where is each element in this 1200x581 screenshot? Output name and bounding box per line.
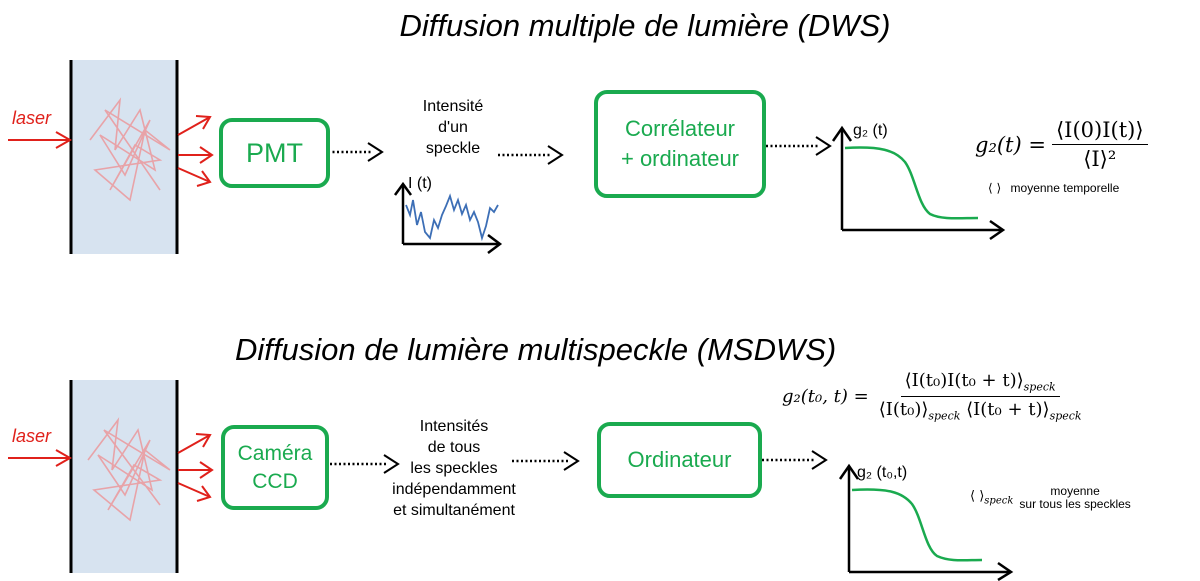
dws-dotted-arrow-2 bbox=[498, 145, 564, 165]
intensity-line2: d'un bbox=[438, 119, 468, 136]
intensities-line1: Intensités bbox=[419, 418, 489, 435]
dws-avg-symbol: ⟨ ⟩ bbox=[988, 181, 1002, 195]
msdws-avg-line2: sur tous les speckles bbox=[1019, 497, 1131, 511]
msdws-avg-symbol: ⟨ ⟩speck bbox=[970, 489, 1013, 507]
msdws-formula-den: ⟨I(t₀)⟩speck ⟨I(t₀ + t)⟩speck bbox=[875, 397, 1086, 423]
msdws-laser-label: laser bbox=[12, 426, 52, 446]
msdws-g2-label: g₂ (t₀,t) bbox=[857, 464, 908, 481]
intensities-line3: les speckles bbox=[410, 460, 498, 477]
dws-sample bbox=[69, 60, 179, 254]
msdws-g2-curve bbox=[851, 488, 983, 562]
msdws-g2-plot bbox=[838, 463, 1014, 581]
msdws-avg-sub: speck bbox=[984, 495, 1014, 507]
msdws-formula-den-sub-b: speck bbox=[1049, 409, 1082, 423]
msdws-formula-den-sub-a: speck bbox=[928, 409, 961, 423]
msdws-title: Diffusion de lumière multispeckle (MSDWS… bbox=[235, 332, 837, 367]
msdws-formula-num: ⟨I(t₀)I(t₀ + t)⟩speck bbox=[900, 370, 1060, 397]
dws-g2-curve bbox=[844, 146, 979, 220]
intensities-line4: indépendamment bbox=[392, 481, 516, 498]
intensities-line2: de tous bbox=[427, 439, 481, 456]
correlator-line1: Corrélateur bbox=[624, 116, 736, 141]
msdws-formula-fraction: ⟨I(t₀)I(t₀ + t)⟩speck ⟨I(t₀)⟩speck ⟨I(t₀… bbox=[875, 370, 1086, 422]
dws-formula-num: ⟨I(0)I(t)⟩ bbox=[1051, 118, 1148, 145]
dws-scatter-path bbox=[89, 97, 171, 202]
dws-g2-label: g₂ (t) bbox=[853, 122, 888, 139]
camera-box: Caméra CCD bbox=[221, 425, 329, 510]
dws-intensity-label: Intensité d'un speckle bbox=[398, 96, 508, 159]
msdws-sample bbox=[69, 380, 179, 573]
dws-exit-arrows bbox=[177, 115, 214, 187]
computer-label: Ordinateur bbox=[627, 447, 732, 472]
intensity-line3: speckle bbox=[425, 140, 481, 157]
intensity-line1: Intensité bbox=[422, 98, 484, 115]
msdws-formula-den-a: ⟨I(t₀)⟩ bbox=[878, 398, 929, 420]
intensities-line5: et simultanément bbox=[393, 502, 515, 519]
msdws-formula-den-b: ⟨I(t₀ + t)⟩ bbox=[966, 398, 1050, 420]
dws-dotted-arrow-1 bbox=[328, 142, 384, 162]
msdws-dotted-arrow-1 bbox=[330, 454, 400, 474]
msdws-scatter-path bbox=[87, 417, 171, 522]
msdws-avg-line1: moyenne bbox=[1050, 484, 1100, 498]
pmt-label: PMT bbox=[246, 137, 303, 168]
msdws-dotted-arrow-3 bbox=[762, 450, 828, 470]
msdws-dotted-arrow-2 bbox=[512, 451, 580, 471]
dws-laser-label: laser bbox=[12, 108, 52, 128]
dws-intensity-trace bbox=[405, 193, 499, 242]
msdws-formula-num-text: ⟨I(t₀)I(t₀ + t)⟩ bbox=[904, 370, 1024, 391]
msdws-intensities-label: Intensités de tous les speckles indépend… bbox=[388, 416, 520, 521]
msdws-formula: g₂(t₀, t) = ⟨I(t₀)I(t₀ + t)⟩speck ⟨I(t₀)… bbox=[782, 370, 1086, 422]
msdws-formula-lhs: g₂(t₀, t) = bbox=[782, 385, 869, 407]
msdws-avg-symbol-text: ⟨ ⟩ bbox=[970, 489, 985, 505]
pmt-box: PMT bbox=[219, 118, 330, 188]
dws-laser-arrow bbox=[8, 131, 73, 149]
dws-avg-text: moyenne temporelle bbox=[1010, 181, 1120, 195]
dws-dotted-arrow-3 bbox=[766, 136, 832, 156]
msdws-avg-note: ⟨ ⟩speck moyenne sur tous les speckles bbox=[970, 485, 1131, 511]
dws-formula-lhs: g₂(t) = bbox=[975, 132, 1046, 157]
camera-line2: CCD bbox=[252, 469, 298, 493]
correlator-line2: + ordinateur bbox=[620, 146, 740, 171]
msdws-laser-arrow bbox=[8, 449, 73, 467]
dws-formula-fraction: ⟨I(0)I(t)⟩ ⟨I⟩² bbox=[1051, 118, 1148, 171]
dws-title: Diffusion multiple de lumière (DWS) bbox=[399, 8, 891, 43]
msdws-exit-arrows bbox=[177, 433, 214, 502]
dws-signal-label: I (t) bbox=[408, 175, 432, 192]
dws-intensity-plot bbox=[393, 181, 503, 254]
msdws-avg-text: moyenne sur tous les speckles bbox=[1019, 485, 1130, 511]
dws-formula-den: ⟨I⟩² bbox=[1083, 147, 1117, 171]
dws-formula: g₂(t) = ⟨I(0)I(t)⟩ ⟨I⟩² bbox=[975, 118, 1148, 171]
dws-g2-plot bbox=[831, 125, 1006, 241]
dws-avg-note: ⟨ ⟩ moyenne temporelle bbox=[988, 181, 1119, 195]
msdws-formula-num-sub: speck bbox=[1023, 380, 1056, 394]
correlator-box: Corrélateur + ordinateur bbox=[594, 90, 766, 198]
camera-line1: Caméra bbox=[237, 441, 313, 465]
computer-box: Ordinateur bbox=[597, 422, 762, 498]
